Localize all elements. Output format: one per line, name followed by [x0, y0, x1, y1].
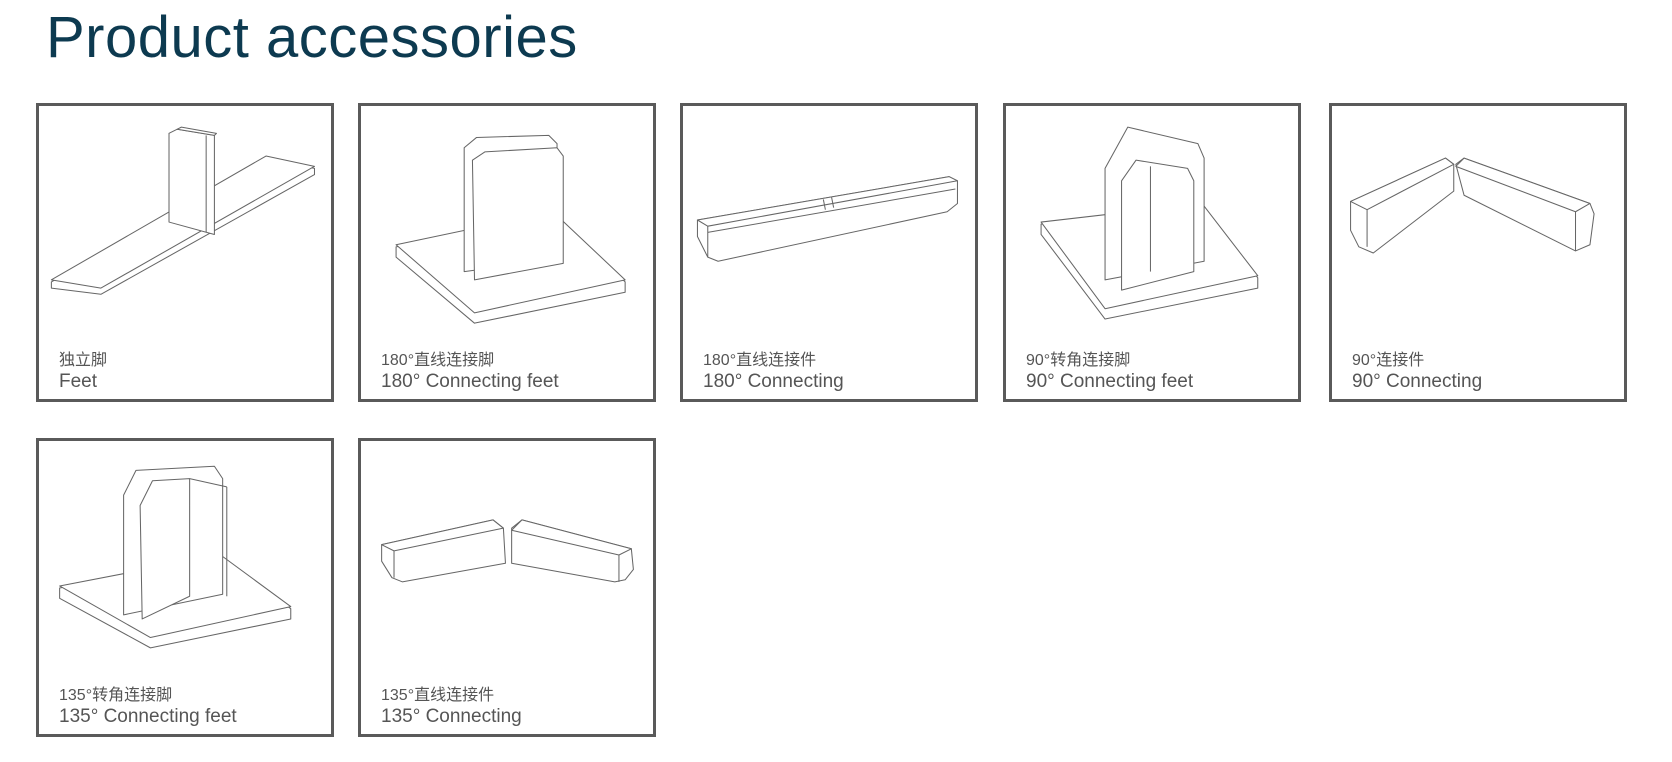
accessory-card-180-connecting-feet: 180°直线连接脚 180° Connecting feet [358, 103, 656, 402]
accessory-card-feet: 独立脚 Feet [36, 103, 334, 402]
label-en: 135° Connecting [381, 706, 522, 727]
label-cn: 90°转角连接脚 [1026, 352, 1131, 369]
180-connecting-feet-illustration-icon [395, 134, 626, 324]
feet-illustration-icon [50, 126, 316, 295]
90-connecting-feet-illustration-icon [1040, 126, 1259, 320]
accessory-card-90-connecting: 90°连接件 90° Connecting [1329, 103, 1627, 402]
90-connecting-illustration-icon [1350, 157, 1595, 254]
label-cn: 独立脚 [59, 352, 108, 369]
label-en: 90° Connecting [1352, 371, 1483, 392]
accessory-card-135-connecting-feet: 135°转角连接脚 135° Connecting feet [36, 438, 334, 737]
135-connecting-feet-illustration-icon [59, 465, 292, 649]
accessory-card-90-connecting-feet: 90°转角连接脚 90° Connecting feet [1003, 103, 1301, 402]
label-cn: 135°转角连接脚 [59, 687, 173, 704]
label-en: 180° Connecting [703, 371, 844, 392]
accessory-card-180-connecting: 180°直线连接件 180° Connecting [680, 103, 978, 402]
135-connecting-illustration-icon [381, 519, 634, 583]
180-connecting-illustration-icon [696, 176, 958, 262]
label-en: 135° Connecting feet [59, 706, 237, 727]
label-cn: 135°直线连接件 [381, 687, 495, 704]
label-en: 90° Connecting feet [1026, 371, 1194, 392]
label-cn: 180°直线连接脚 [381, 352, 495, 369]
label-cn: 180°直线连接件 [703, 352, 817, 369]
page-title: Product accessories [46, 5, 578, 70]
label-en: Feet [59, 371, 98, 392]
label-cn: 90°连接件 [1352, 352, 1425, 369]
accessory-card-135-connecting: 135°直线连接件 135° Connecting [358, 438, 656, 737]
label-en: 180° Connecting feet [381, 371, 559, 392]
